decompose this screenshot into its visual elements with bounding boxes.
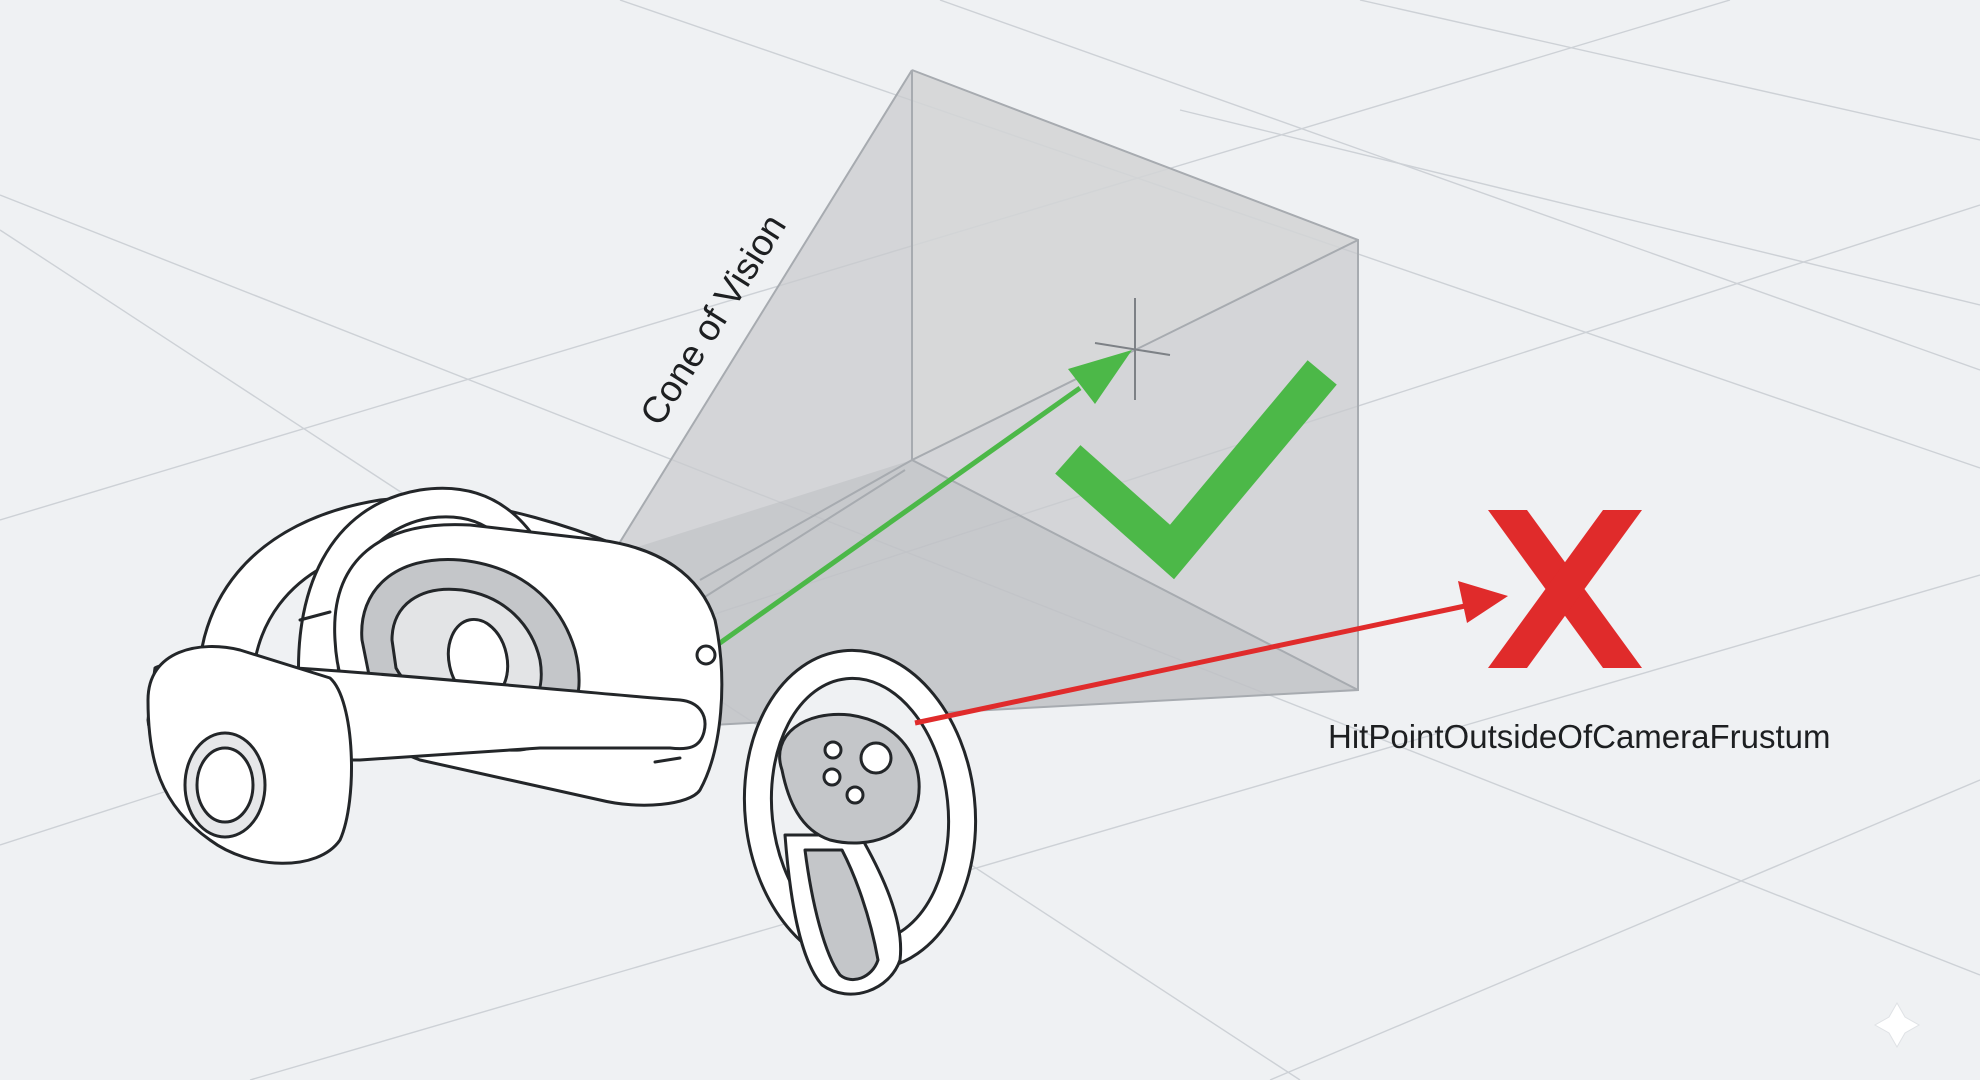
thumbstick [859,741,893,775]
controller-buttons [822,740,893,805]
check-mark-icon [1055,360,1337,580]
hit-ray-arrowhead [1068,350,1132,404]
x-mark-icon [1488,510,1642,668]
frustum-floor-face [612,460,1358,725]
controller-button [845,785,865,805]
vr-headset [146,486,724,865]
headset-camera [695,644,717,666]
controller-button [822,767,842,787]
crosshair-icon [1094,298,1171,400]
miss-ray [914,581,1508,726]
grid-line [939,0,1980,371]
error-label: HitPointOutsideOfCameraFrustum [1328,718,1831,755]
camera-frustum [611,69,1359,726]
frustum-top-face [912,70,1358,460]
grid-line [249,574,1980,1080]
sparkle-icon [1873,1001,1921,1049]
miss-ray-arrowhead [1458,581,1508,623]
grid-line [1359,0,1980,141]
frustum-edges [611,69,1359,726]
hit-ray [708,350,1132,653]
grid-line [1269,779,1980,1080]
controller-button [823,740,843,760]
grid-line [1179,109,1980,306]
vr-controller [742,648,978,996]
